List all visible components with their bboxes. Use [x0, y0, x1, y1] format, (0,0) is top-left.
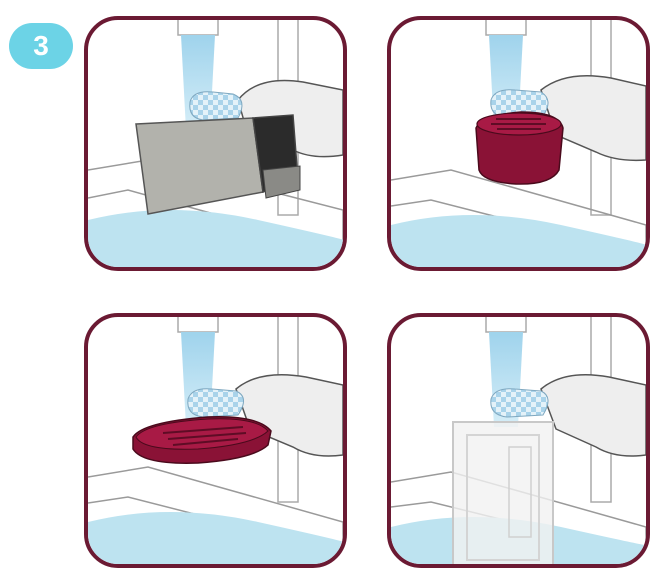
sponge: [188, 389, 244, 417]
panel-4: [387, 313, 650, 568]
panel-3: [84, 313, 347, 568]
step-number-badge: 3: [9, 23, 73, 69]
panel-1: [84, 16, 347, 271]
grey-filter-housing: [136, 118, 263, 214]
sponge: [190, 92, 242, 120]
panel-2: [387, 16, 650, 271]
faucet: [486, 317, 526, 332]
water: [88, 512, 343, 564]
water: [88, 210, 343, 267]
step-number: 3: [33, 30, 49, 62]
hand: [541, 375, 646, 456]
faucet: [178, 20, 218, 35]
faucet: [486, 20, 526, 35]
water: [391, 215, 646, 267]
sponge: [491, 389, 548, 417]
faucet: [178, 317, 218, 332]
